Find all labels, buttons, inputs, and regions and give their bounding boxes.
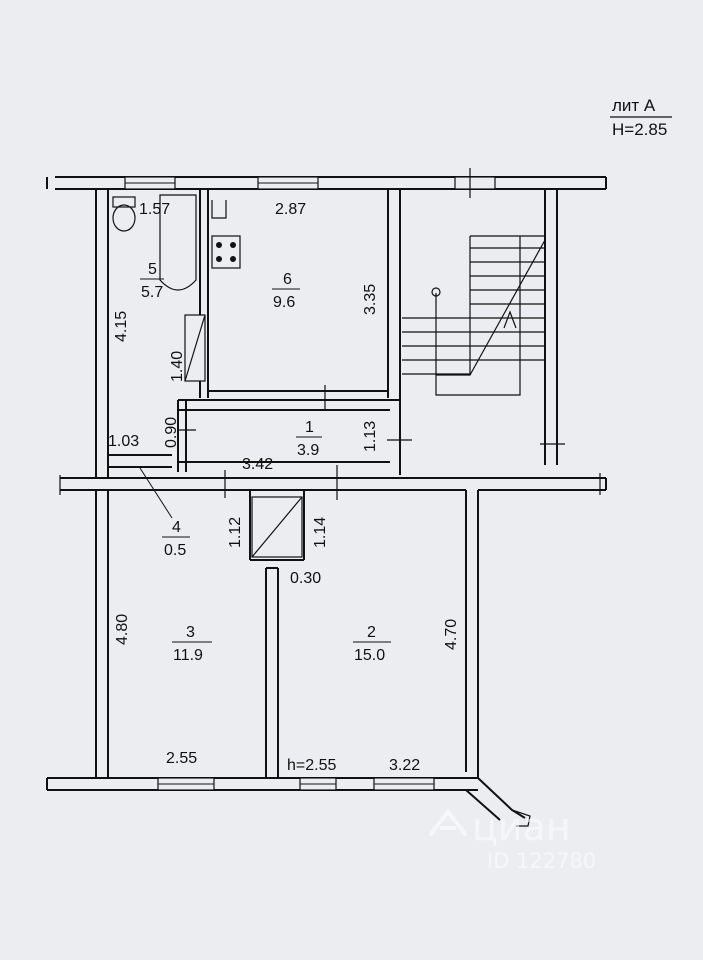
- room-number: 6: [283, 271, 292, 288]
- watermark-id: ID 122780: [487, 849, 596, 873]
- room-1-label: 1 3.9: [296, 419, 322, 459]
- dim-room3-width: 2.55: [166, 750, 197, 767]
- sink-icon: [211, 200, 227, 219]
- room-area: 15.0: [354, 647, 385, 664]
- room-5-label: 5 5.7: [140, 261, 164, 301]
- ceiling-height-label: H=2.85: [612, 120, 667, 139]
- toilet-icon: [112, 196, 136, 232]
- building-letter-label: лит А: [612, 96, 656, 115]
- dim-room-height: h=2.55: [287, 757, 336, 774]
- room-area: 3.9: [297, 442, 319, 459]
- dim-bath-depth: 4.15: [113, 311, 130, 342]
- bathtub: [159, 194, 197, 291]
- dim-hall-depth: 1.13: [362, 421, 379, 452]
- dim-bath-width: 1.57: [139, 201, 170, 218]
- room-number: 1: [305, 419, 314, 436]
- dim-room2-width: 3.22: [389, 757, 420, 774]
- room-number: 3: [186, 624, 195, 641]
- room-area: 9.6: [273, 294, 295, 311]
- dim-kitchen-depth: 3.35: [362, 284, 379, 315]
- interior-walls: [108, 189, 401, 778]
- room-3-label: 3 11.9: [172, 624, 212, 664]
- room-number: 4: [172, 519, 181, 536]
- dim-door-right: 1.14: [312, 517, 329, 548]
- watermark-brand: циан: [472, 805, 571, 849]
- dim-door-left: 1.12: [227, 517, 244, 548]
- room-area: 0.5: [164, 542, 186, 559]
- dim-hall-gap: 0.90: [163, 417, 180, 448]
- dim-door-width: 1.40: [169, 351, 186, 382]
- room-2-label: 2 15.0: [353, 624, 391, 664]
- room-area: 5.7: [141, 284, 163, 301]
- room-4-label: 4 0.5: [139, 467, 190, 559]
- dim-closet-width: 1.03: [108, 433, 139, 450]
- staircase: [402, 235, 546, 396]
- room-number: 2: [367, 624, 376, 641]
- dim-room2-depth: 4.70: [443, 619, 460, 650]
- watermark: циан ID 122780: [428, 805, 596, 873]
- outer-walls: [46, 176, 607, 827]
- stove-icon: [211, 235, 241, 269]
- dim-hall-length: 3.42: [242, 456, 273, 473]
- dim-kitchen-width: 2.87: [275, 201, 306, 218]
- windows: [124, 168, 496, 791]
- room-number: 5: [148, 261, 157, 278]
- dim-wall-thickness: 0.30: [290, 570, 321, 587]
- doors: [59, 314, 601, 558]
- dim-room3-depth: 4.80: [114, 614, 131, 645]
- room-6-label: 6 9.6: [272, 271, 300, 311]
- room-area: 11.9: [173, 647, 203, 664]
